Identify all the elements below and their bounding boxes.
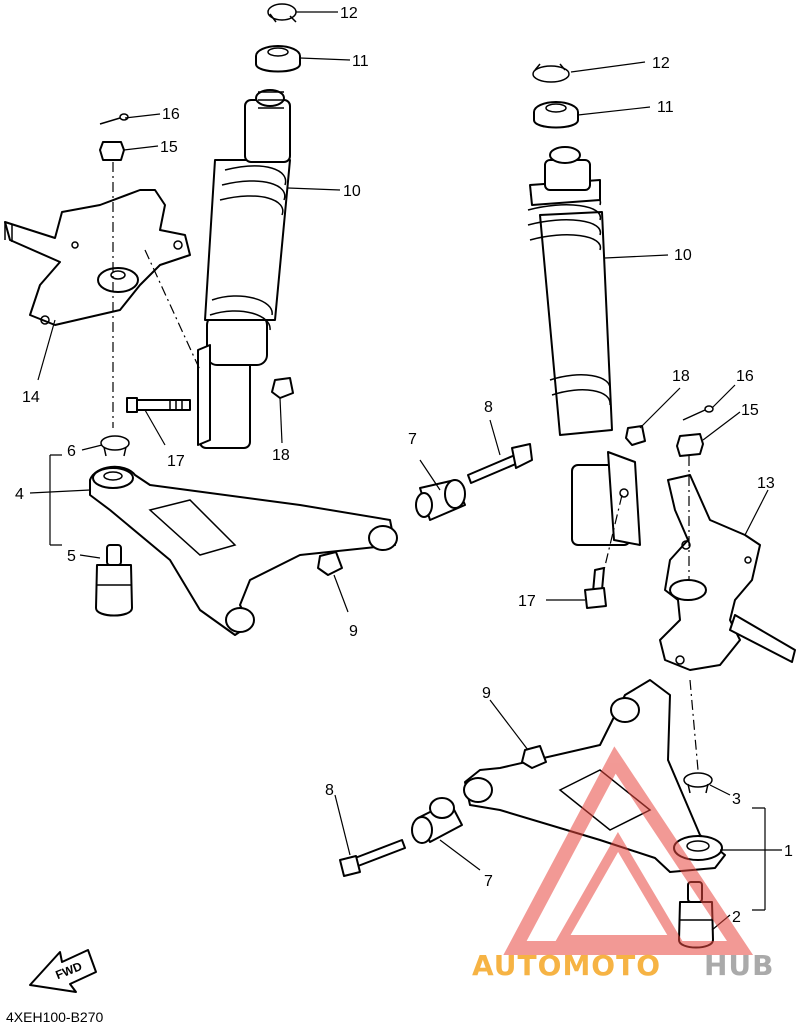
shock-absorber-right (527, 146, 641, 546)
callout-16-right: 16 (736, 368, 754, 385)
callout-12-left: 12 (340, 5, 358, 22)
callout-16-left: 16 (162, 106, 180, 123)
callout-10-right: 10 (674, 247, 692, 264)
watermark-brand-part1: AUTOMOTO (472, 949, 661, 982)
callout-12-right: 12 (652, 55, 670, 72)
callout-11-right: 11 (657, 99, 674, 116)
circlip-3-right (683, 772, 713, 794)
steering-knuckle-right (659, 474, 796, 671)
nut-9-right (521, 745, 547, 769)
fwd-arrow: FWD (29, 949, 97, 993)
leader-lines (29, 11, 782, 931)
nut-18-right (625, 425, 646, 446)
callout-9-left: 9 (349, 623, 358, 640)
bolt-8-left (467, 443, 533, 484)
callout-1: 1 (784, 843, 793, 860)
callout-18-right: 18 (672, 368, 690, 385)
nut-18-left (271, 377, 294, 399)
callout-4: 4 (15, 486, 24, 503)
castle-nut-15-left (99, 141, 125, 161)
bolt-8-right (339, 839, 406, 877)
callout-9-right: 9 (482, 685, 491, 702)
callout-10-left: 10 (343, 183, 361, 200)
cotter-pin-16-left (99, 113, 129, 125)
circlip-6-left (100, 435, 130, 457)
bushing-7-right (411, 797, 463, 844)
watermark-brand-part2: HUB (704, 949, 775, 982)
callout-labels: 12 11 10 16 15 14 17 18 6 4 5 7 8 9 12 1… (15, 5, 793, 926)
circlip-12-right (532, 63, 570, 83)
circlip-12-left (267, 3, 297, 23)
callout-15-left: 15 (160, 139, 178, 156)
callout-6: 6 (67, 443, 76, 460)
cotter-pin-16-right (682, 405, 714, 421)
callout-7-right: 7 (484, 873, 493, 890)
diagram-code: 4XEH100-B270 (6, 1009, 104, 1025)
callout-17-left: 17 (167, 453, 185, 470)
bushing-11-right (533, 101, 579, 129)
castle-nut-15-right (676, 433, 704, 457)
bolt-17-right (584, 567, 607, 609)
ball-joint-5-left (95, 544, 133, 617)
callout-11-left: 11 (352, 53, 369, 70)
watermark-logo (503, 746, 754, 955)
assembly-axes (112, 162, 699, 771)
callout-18-left: 18 (272, 447, 290, 464)
callout-8-left: 8 (484, 399, 493, 416)
callout-8-right: 8 (325, 782, 334, 799)
steering-knuckle-left (4, 189, 191, 326)
bushing-11-left (255, 45, 301, 73)
bolt-17-left (126, 397, 191, 413)
callout-2: 2 (732, 909, 741, 926)
callout-3: 3 (732, 791, 741, 808)
callout-5: 5 (67, 548, 76, 565)
shock-absorber-left (197, 89, 291, 449)
callout-7-left: 7 (408, 431, 417, 448)
callout-17-right: 17 (518, 593, 536, 610)
watermark-text: AUTOMOTO HUB (472, 949, 775, 982)
nut-9-left (317, 551, 343, 576)
bushing-7-left (415, 479, 466, 521)
lower-arm-left (89, 465, 398, 636)
callout-14: 14 (22, 389, 40, 406)
callout-15-right: 15 (741, 402, 759, 419)
callout-13: 13 (757, 475, 775, 492)
